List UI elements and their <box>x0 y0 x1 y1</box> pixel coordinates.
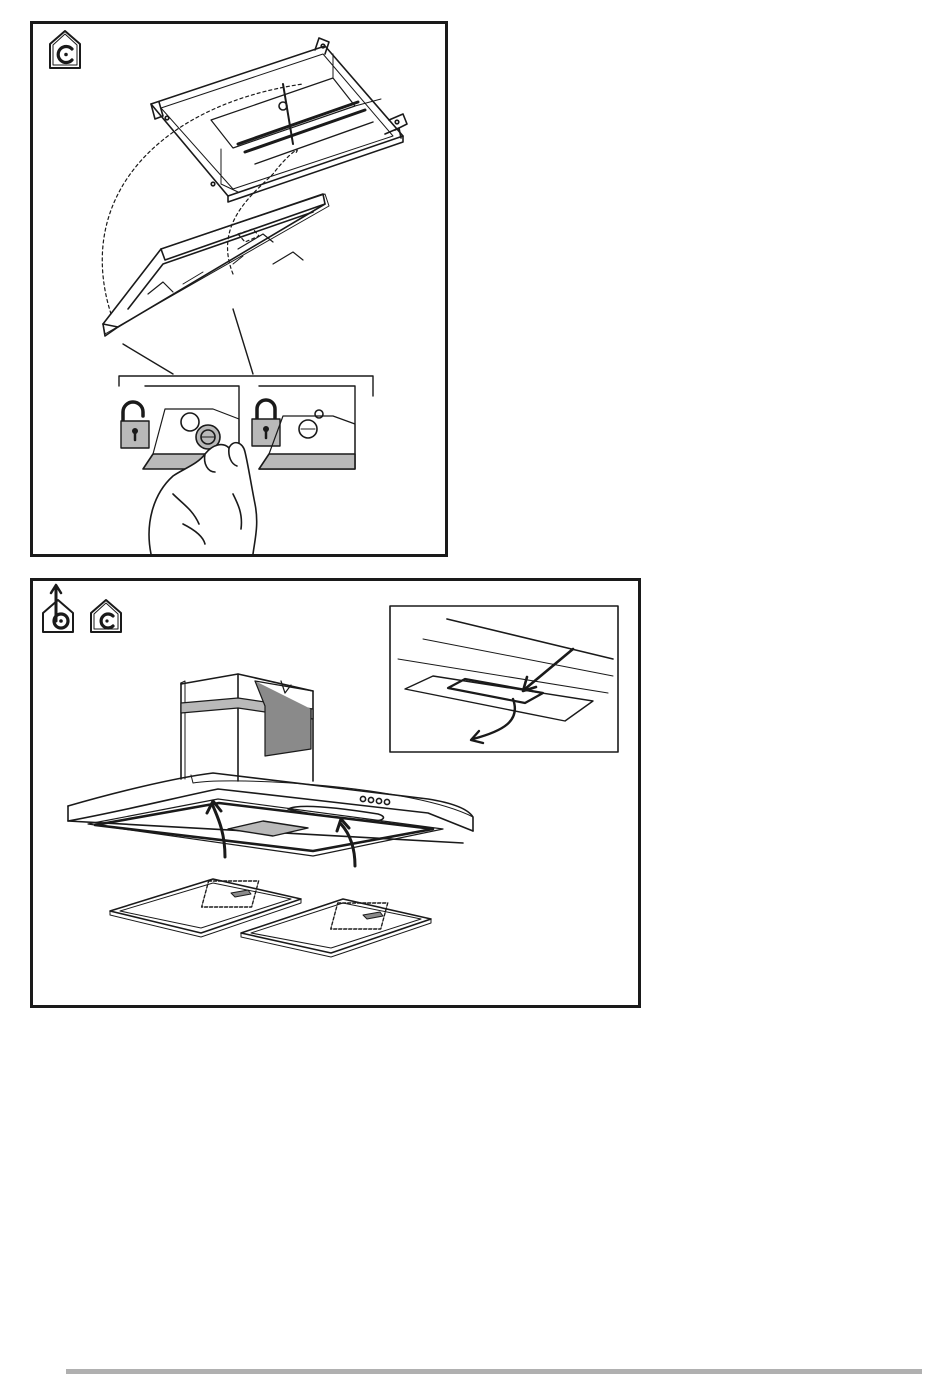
callout-bracket <box>119 309 373 396</box>
figure-1-panel <box>30 21 448 557</box>
recirculation-mode-icon <box>91 600 121 632</box>
latch-detail-inset <box>390 606 618 752</box>
recirculation-mode-icon <box>50 31 80 68</box>
hood-chimney <box>181 674 313 781</box>
footer-rule <box>66 1369 922 1374</box>
motion-path <box>102 84 303 314</box>
figure-2-panel <box>30 578 641 1008</box>
extraction-mode-icon <box>43 585 73 632</box>
hood-frame <box>151 38 407 202</box>
filter-panel <box>103 194 329 336</box>
grease-filter-left <box>110 879 301 937</box>
grease-filter-right <box>241 899 431 957</box>
figure-2-illustration <box>33 581 638 1005</box>
padlock-open-icon <box>121 402 149 448</box>
hood-canopy <box>68 773 473 866</box>
padlock-closed-icon <box>252 400 280 446</box>
figure-1-illustration <box>33 24 445 554</box>
detail-unlocked <box>121 386 257 554</box>
detail-locked <box>252 386 355 469</box>
